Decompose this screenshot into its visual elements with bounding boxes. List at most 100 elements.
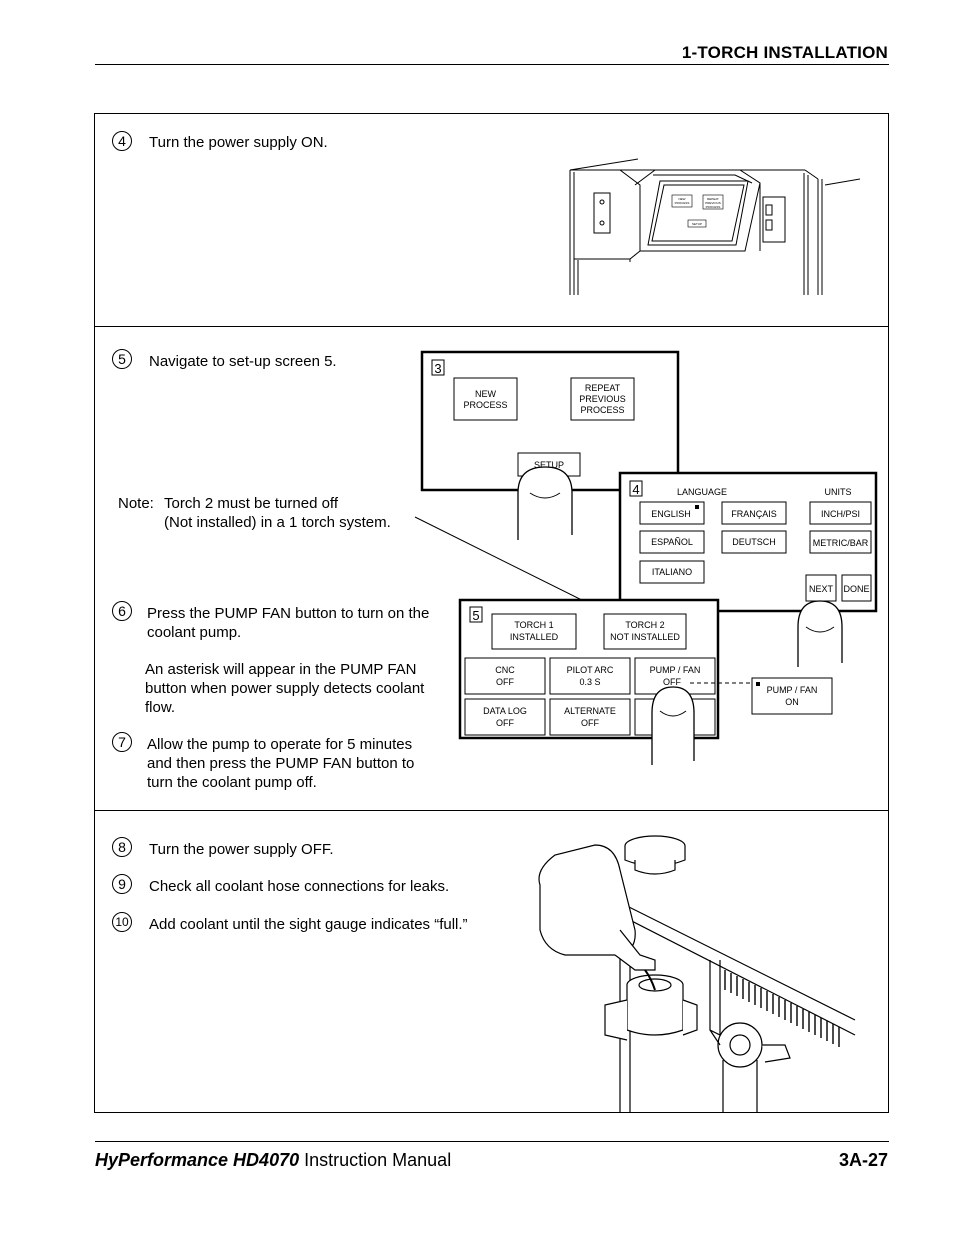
button-label: OFF xyxy=(496,677,514,687)
step-number: 5 xyxy=(112,349,132,369)
button-label: ESPAÑOL xyxy=(651,537,693,547)
step-number: 10 xyxy=(112,912,132,932)
language-label: LANGUAGE xyxy=(677,487,727,497)
step-number: 4 xyxy=(112,131,132,151)
footer-manual-title: HyPerformance HD4070 Instruction Manual xyxy=(95,1150,451,1171)
button-label: FRANÇAIS xyxy=(731,509,777,519)
button-label: PUMP / FAN xyxy=(650,665,701,675)
button-label: METRIC/BAR xyxy=(813,538,869,548)
button-label: TORCH 2 xyxy=(625,620,664,630)
step-number: 7 xyxy=(112,732,132,752)
button-label: INSTALLED xyxy=(510,632,559,642)
step-number: 8 xyxy=(112,837,132,857)
francais-button[interactable] xyxy=(721,501,787,525)
button-label: DONE xyxy=(843,584,869,594)
espanol-button[interactable] xyxy=(639,530,705,554)
finger-pointer xyxy=(517,466,573,540)
power-supply-illustration: NEW PROCESS REPEAT PREVIOUS PROCESS SETU… xyxy=(569,158,860,295)
screen-5: 5 TORCH 1 INSTALLED TORCH 2 NOT INSTALLE… xyxy=(458,598,720,740)
step-text: Turn the power supply ON. xyxy=(149,134,328,151)
button-label: DEUTSCH xyxy=(732,537,776,547)
mini-process-label: PROCESS xyxy=(675,201,690,205)
section-title: 1-TORCH INSTALLATION xyxy=(681,43,888,62)
panel-divider xyxy=(94,326,889,327)
button-label: REPEAT xyxy=(585,383,621,393)
repeat-previous-process-button[interactable] xyxy=(570,377,635,421)
coolant-fill-illustration xyxy=(538,835,856,1112)
button-label: OFF xyxy=(581,718,599,728)
button-label: NEW xyxy=(475,389,497,399)
button-label: OFF xyxy=(496,718,514,728)
note-label: Note: xyxy=(118,495,154,512)
done-button[interactable] xyxy=(841,574,872,602)
button-label: ALTERNATE xyxy=(564,706,616,716)
manual-label: Instruction Manual xyxy=(299,1150,452,1170)
data-log-button[interactable] xyxy=(464,698,546,736)
setup-screens-illustration: 3 NEW PROCESS REPEAT PREVIOUS PROCESS SE… xyxy=(414,350,878,765)
button-label: TORCH 1 xyxy=(514,620,553,630)
screen-number: 3 xyxy=(434,361,441,376)
asterisk-note: An asterisk will appear in the PUMP FAN … xyxy=(145,661,425,716)
alternate-button[interactable] xyxy=(549,698,631,736)
button-label: CNC xyxy=(495,665,515,675)
deutsch-button[interactable] xyxy=(721,530,787,554)
mini-repeat-label: REPEAT xyxy=(707,197,719,201)
new-process-button[interactable] xyxy=(453,377,518,421)
screen-4: 4 LANGUAGE UNITS ENGLISH FRANÇAIS INCH/P… xyxy=(618,471,878,613)
button-label: SETUP xyxy=(534,460,564,470)
next-button[interactable] xyxy=(805,574,837,602)
step-text: Turn the power supply OFF. xyxy=(149,841,334,858)
button-label: ENGLISH xyxy=(651,509,691,519)
note-line: (Not installed) in a 1 torch system. xyxy=(164,514,391,531)
step-number: 6 xyxy=(112,601,132,621)
button-label: 0.3 S xyxy=(579,677,600,687)
pilot-arc-button[interactable] xyxy=(549,657,631,695)
panel-divider xyxy=(94,810,889,811)
step-text: Check all coolant hose connections for l… xyxy=(149,878,450,895)
units-label: UNITS xyxy=(825,487,852,497)
mini-setup-label: SETUP xyxy=(692,222,702,226)
italiano-button[interactable] xyxy=(639,560,705,584)
torch1-button[interactable] xyxy=(491,613,577,650)
button-label: ON xyxy=(785,697,799,707)
mini-process2-label: PROCESS xyxy=(706,205,721,209)
brand-name: HyPerformance HD4070 xyxy=(95,1150,300,1170)
screen-3: 3 NEW PROCESS REPEAT PREVIOUS PROCESS SE… xyxy=(420,350,680,492)
button-label: OFF xyxy=(663,677,681,687)
note-line: Torch 2 must be turned off xyxy=(164,495,338,512)
button-label: PUMP / FAN xyxy=(767,685,818,695)
button-label: ITALIANO xyxy=(652,567,692,577)
step-text: Navigate to set-up screen 5. xyxy=(149,353,337,370)
button-label: DATA LOG xyxy=(483,706,527,716)
button-label: PROCESS xyxy=(463,400,507,410)
button-label: PROCESS xyxy=(580,405,624,415)
torch2-button[interactable] xyxy=(603,613,687,650)
pump-fan-on-callout: PUMP / FAN ON xyxy=(751,677,833,715)
button-label: PILOT ARC xyxy=(567,665,614,675)
button-label: INCH/PSI xyxy=(821,509,860,519)
cnc-button[interactable] xyxy=(464,657,546,695)
finger-pointer xyxy=(797,600,843,667)
mini-previous-label: PREVIOUS xyxy=(705,201,721,205)
screen-number: 4 xyxy=(632,482,639,497)
button-label: NEXT xyxy=(809,584,834,594)
inch-psi-button[interactable] xyxy=(809,501,872,525)
selected-marker xyxy=(695,505,699,509)
screen-number: 5 xyxy=(472,608,479,623)
step-text: Press the PUMP FAN button to turn on the… xyxy=(147,605,430,641)
asterisk-marker xyxy=(756,682,760,686)
footer-rule xyxy=(95,1141,889,1142)
step-text: Add coolant until the sight gauge indica… xyxy=(149,916,468,933)
page-number: 3A-27 xyxy=(838,1150,888,1170)
finger-pointer xyxy=(651,686,695,765)
button-label: NOT INSTALLED xyxy=(610,632,680,642)
step-text: Allow the pump to operate for 5 minutes … xyxy=(147,736,415,791)
button-label: PREVIOUS xyxy=(579,394,626,404)
header-rule xyxy=(95,64,889,65)
metric-bar-button[interactable] xyxy=(809,530,872,554)
instruction-frame xyxy=(94,113,889,1113)
mini-new-label: NEW xyxy=(679,197,686,201)
english-button[interactable] xyxy=(639,501,705,525)
step-number: 9 xyxy=(112,874,132,894)
mini-touchscreen: NEW PROCESS REPEAT PREVIOUS PROCESS SETU… xyxy=(671,194,724,228)
